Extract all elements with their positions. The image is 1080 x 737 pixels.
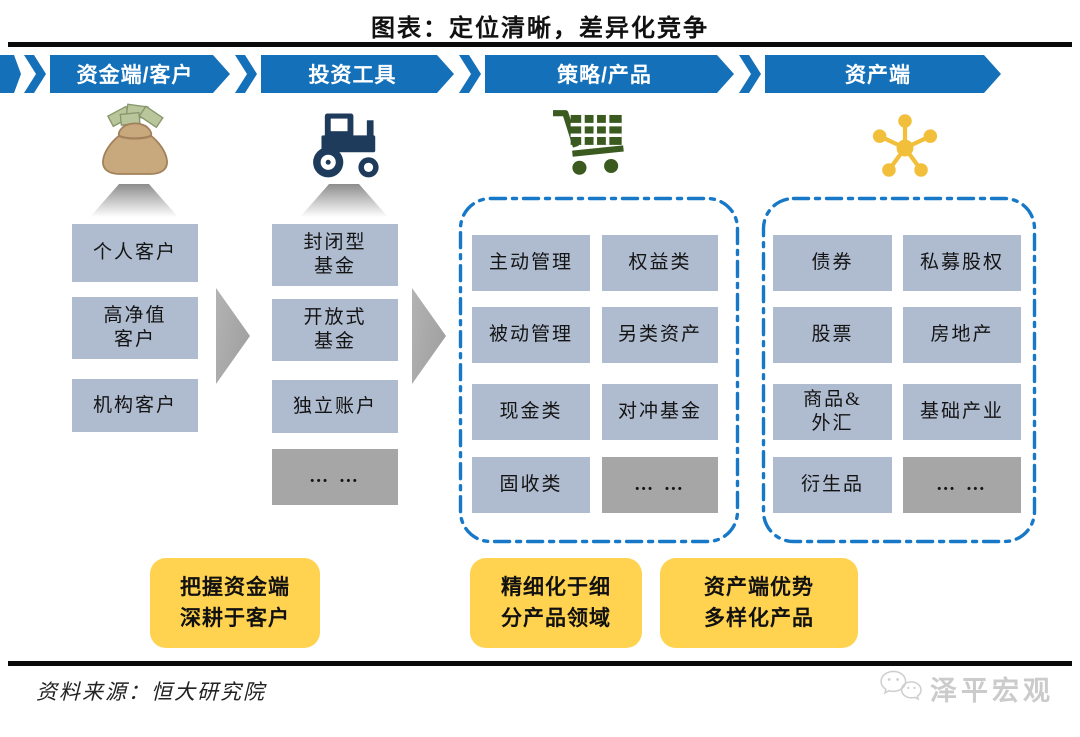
asset-item-more: … … — [903, 457, 1021, 513]
page-title: 图表：定位清晰，差异化竞争 — [371, 16, 709, 42]
stage-banner-row: 资金端/客户 投资工具 策略/产品 资产端 — [0, 55, 1001, 93]
note-funding: 把握资金端 深耕于客户 — [150, 558, 320, 648]
bottom-divider — [8, 661, 1072, 666]
asset-item: 房地产 — [903, 307, 1021, 363]
tractor-icon — [303, 110, 387, 182]
strategy-item: 主动管理 — [472, 235, 590, 291]
strategy-group-frame — [458, 196, 740, 549]
watermark: 泽平宏观 — [878, 666, 1054, 711]
tool-item-more: … … — [272, 449, 398, 505]
tool-item: 开放式 基金 — [272, 299, 398, 361]
wechat-logo-icon — [878, 666, 924, 711]
network-icon — [863, 110, 947, 186]
stage-arrow-separator-icon — [459, 55, 481, 93]
stage-lead-stub — [0, 55, 21, 93]
strategy-item: 另类资产 — [602, 307, 718, 363]
flow-arrow-right-icon — [412, 288, 446, 384]
money-bag-icon — [93, 102, 177, 182]
funding-item: 个人客户 — [72, 224, 198, 282]
watermark-text: 泽平宏观 — [930, 676, 1054, 706]
shopping-cart-icon — [546, 104, 634, 186]
funding-item: 高净值 客户 — [72, 297, 198, 359]
asset-item: 债券 — [773, 235, 892, 291]
top-divider — [8, 42, 1072, 47]
asset-item: 基础产业 — [903, 384, 1021, 440]
strategy-item: 对冲基金 — [602, 384, 718, 440]
stage-arrow-separator-icon — [739, 55, 761, 93]
source-citation: 资料来源：恒大研究院 — [36, 680, 266, 704]
strategy-item: 现金类 — [472, 384, 590, 440]
strategy-item: 权益类 — [602, 235, 718, 291]
assets-group-frame — [761, 196, 1037, 549]
note-strategy: 精细化于细 分产品领域 — [470, 558, 642, 648]
shadow-trapezoid — [90, 184, 178, 217]
stage-arrow-separator-icon — [24, 55, 46, 93]
strategy-item: 固收类 — [472, 457, 590, 513]
flow-arrow-right-icon — [216, 288, 250, 384]
asset-item: 衍生品 — [773, 457, 892, 513]
note-assets: 资产端优势 多样化产品 — [660, 558, 858, 648]
tool-item: 封闭型 基金 — [272, 224, 398, 286]
stage-banner-assets: 资产端 — [765, 55, 1001, 93]
tool-item: 独立账户 — [272, 380, 398, 433]
asset-item: 私募股权 — [903, 235, 1021, 291]
funding-item: 机构客户 — [72, 379, 198, 432]
stage-banner-funding: 资金端/客户 — [50, 55, 230, 93]
stage-banner-strategy: 策略/产品 — [485, 55, 734, 93]
stage-banner-tools: 投资工具 — [261, 55, 454, 93]
strategy-item: 被动管理 — [472, 307, 590, 363]
asset-item: 商品& 外汇 — [773, 384, 892, 440]
asset-item: 股票 — [773, 307, 892, 363]
stage-arrow-separator-icon — [235, 55, 257, 93]
strategy-item-more: … … — [602, 457, 718, 513]
shadow-trapezoid — [300, 184, 388, 217]
